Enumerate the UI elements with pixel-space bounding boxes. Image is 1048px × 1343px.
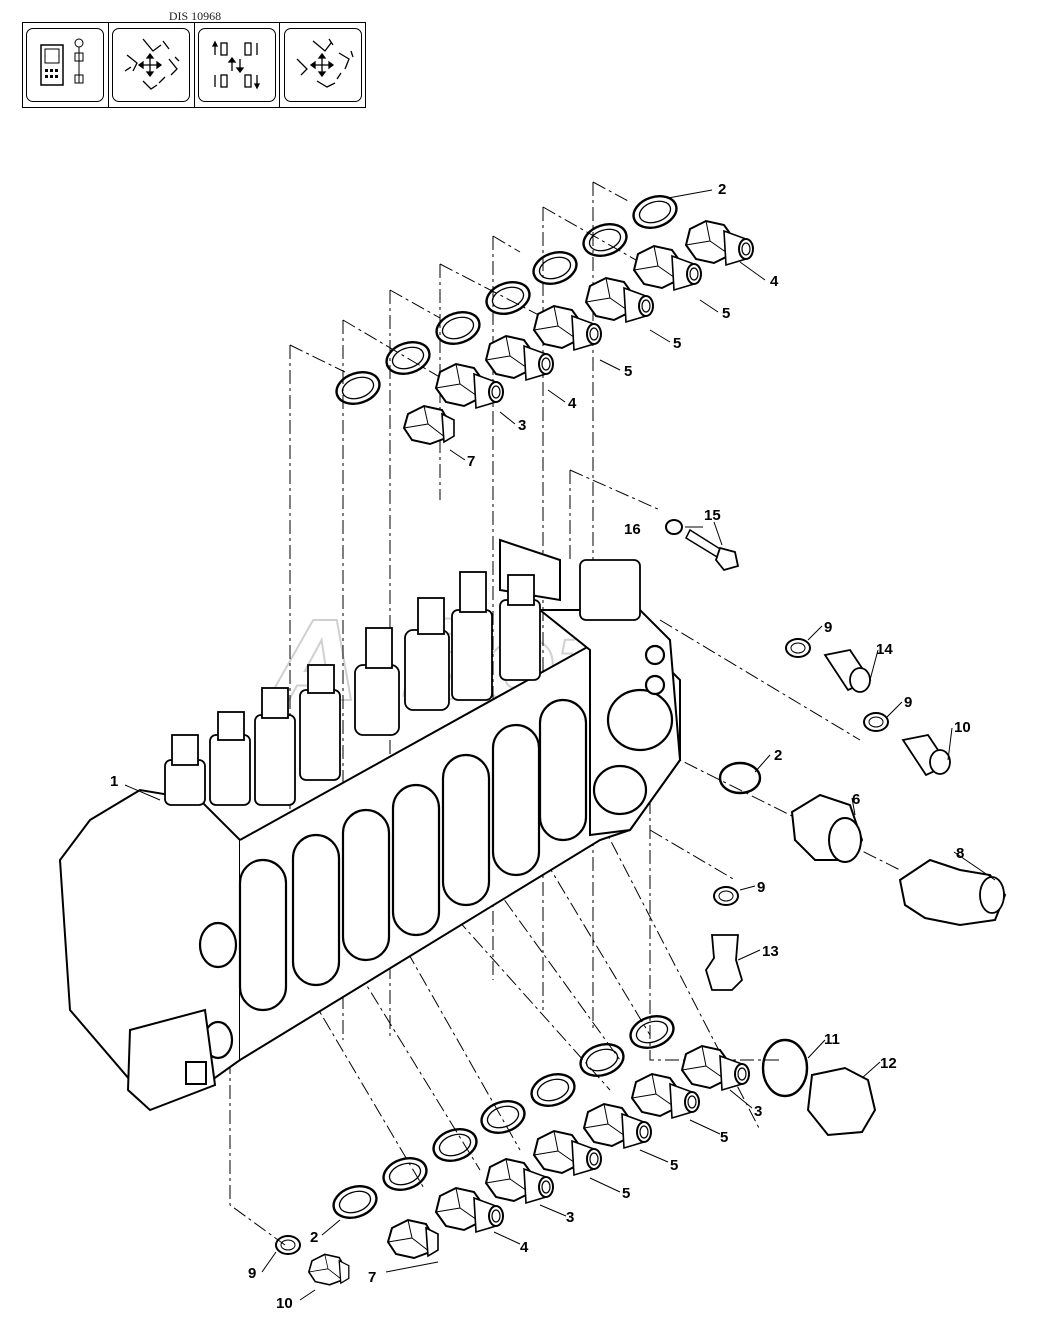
callout-12: 12	[880, 1055, 897, 1072]
o-rings-bottom	[275, 1009, 809, 1255]
icon-cell-1	[23, 23, 109, 107]
callout-4: 4	[568, 395, 577, 412]
callout-8: 8	[956, 845, 964, 862]
diagram-code: DIS 10968	[168, 9, 222, 23]
callout-3: 3	[566, 1209, 574, 1226]
callout-11: 11	[824, 1031, 840, 1048]
callout-9: 9	[824, 619, 832, 636]
callout-5: 5	[720, 1129, 728, 1146]
callout-3: 3	[518, 417, 526, 434]
icon-cell-3	[195, 23, 281, 107]
valve-section-ports	[198, 644, 674, 1060]
fittings-bottom	[307, 1045, 877, 1286]
icon-strip	[22, 22, 366, 108]
callout-16: 16	[624, 521, 641, 538]
callout-5: 5	[670, 1157, 678, 1174]
callout-2: 2	[774, 747, 782, 764]
callout-3: 3	[754, 1103, 762, 1120]
callout-2: 2	[718, 181, 726, 198]
callout-9: 9	[904, 694, 912, 711]
callout-13: 13	[762, 943, 779, 960]
callout-labels: 1 2 4 5 5 5 4 3 7 15 16 9 14 9 10 2 6 8 …	[110, 181, 971, 1312]
callout-7: 7	[368, 1269, 376, 1286]
solenoid-actuator	[126, 1008, 217, 1112]
callout-2: 2	[310, 1229, 318, 1246]
callout-4: 4	[520, 1239, 529, 1256]
callout-1: 1	[110, 773, 118, 790]
callout-4: 4	[770, 273, 779, 290]
excavator-arm-movement-icon	[112, 28, 191, 102]
boom-bucket-movement-icon	[283, 28, 362, 102]
spool-caps	[164, 559, 641, 806]
callout-14: 14	[876, 641, 893, 658]
callout-5: 5	[622, 1185, 630, 1202]
icon-cell-2	[109, 23, 195, 107]
callout-7: 7	[467, 453, 475, 470]
callout-5: 5	[673, 335, 681, 352]
callout-15: 15	[704, 507, 721, 524]
callout-10: 10	[276, 1295, 293, 1312]
callout-5: 5	[722, 305, 730, 322]
right-side-components	[705, 638, 1007, 991]
callout-5: 5	[624, 363, 632, 380]
callout-10: 10	[954, 719, 971, 736]
callout-leaders	[124, 189, 996, 1301]
callout-6: 6	[852, 791, 860, 808]
display-panel-icon	[26, 28, 105, 102]
fittings-top	[403, 220, 754, 445]
bolt-and-washer	[665, 519, 740, 572]
callout-9: 9	[248, 1265, 256, 1282]
callout-9: 9	[757, 879, 765, 896]
track-travel-direction-icon	[197, 28, 276, 102]
icon-cell-4	[280, 23, 365, 107]
